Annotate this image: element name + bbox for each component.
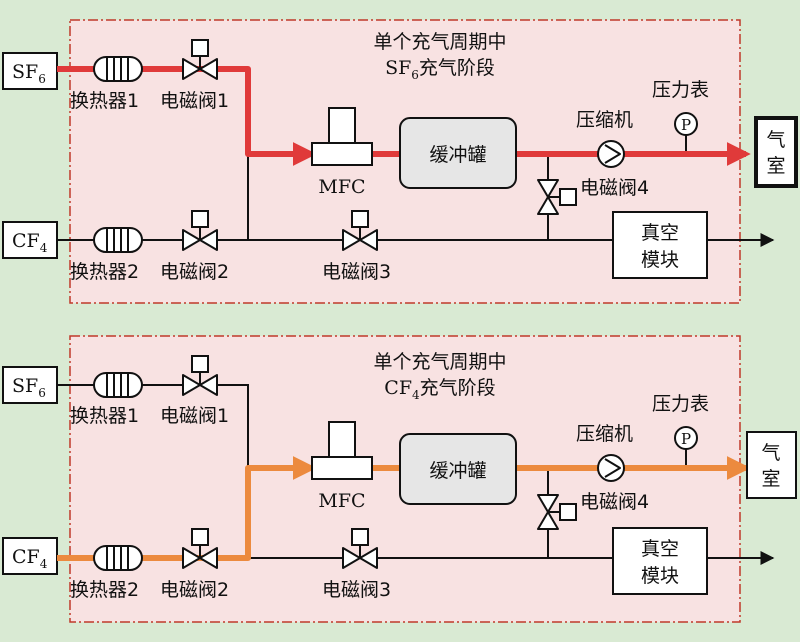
cf4-source-label: CF4: [12, 230, 48, 255]
gas-chamber-label-2: 室: [766, 155, 785, 177]
pressure-gauge-icon: [674, 112, 698, 136]
sf6-source-label-2: SF6: [12, 375, 46, 400]
valve-2-label: 电磁阀2: [160, 261, 229, 283]
compressor-label: 压缩机: [576, 109, 633, 131]
vacuum-module-box-2: [612, 527, 708, 595]
buffer-tank-label: 缓冲罐: [429, 144, 486, 166]
compressor-icon-2: [597, 454, 625, 482]
panel-top-title-line2: SF6充气阶段: [385, 57, 495, 82]
gas-chamber-box: [754, 116, 798, 188]
vacuum-module-box: [612, 211, 708, 279]
buffer-tank-2: [399, 433, 517, 505]
gas-chamber-label-2-2: 室: [761, 468, 780, 490]
vacuum-module-label-2-2: 模块: [641, 565, 679, 587]
heat-exchanger-2-icon-2: [93, 545, 143, 571]
compressor-icon: [597, 140, 625, 168]
mfc-label: MFC: [318, 176, 365, 198]
cf4-flow-path: [57, 456, 751, 561]
sf6-source-label: SF6: [12, 61, 46, 86]
heat-exchanger-2-label-2: 换热器2: [70, 579, 139, 601]
sf6-source-box-2: [2, 366, 58, 404]
vacuum-module-label-1: 真空: [641, 222, 679, 244]
panel-bottom-title-line1: 单个充气周期中: [373, 351, 506, 373]
valve-4-label: 电磁阀4: [580, 177, 649, 199]
sf6-flow-path: [57, 66, 751, 166]
pressure-gauge-symbol: P: [681, 116, 691, 134]
gas-chamber-label-1-2: 气: [761, 442, 780, 464]
pressure-gauge-label-2: 压力表: [652, 393, 709, 415]
vacuum-module-label-2: 模块: [641, 249, 679, 271]
vacuum-module-label-1-2: 真空: [641, 538, 679, 560]
valve-1-label: 电磁阀1: [160, 90, 229, 112]
sf6-source-box: [2, 52, 58, 90]
gas-chamber-label-1: 气: [766, 129, 785, 151]
compressor-label-2: 压缩机: [576, 423, 633, 445]
panel-bottom: 单个充气周期中 CF4充气阶段 SF6 CF4 缓冲罐: [2, 335, 797, 623]
panel-top: 单个充气周期中 SF6充气阶段 SF6 CF4 缓冲罐: [2, 19, 798, 304]
heat-exchanger-1-label-2: 换热器1: [70, 405, 139, 427]
cf4-source-box-2: [2, 537, 58, 575]
buffer-tank: [399, 117, 517, 189]
pressure-gauge-label: 压力表: [652, 79, 709, 101]
heat-exchanger-1-icon-2: [93, 372, 143, 398]
heat-exchanger-1-icon: [93, 56, 143, 82]
panel-top-title-line1: 单个充气周期中: [373, 31, 506, 53]
mfc-label-2: MFC: [318, 490, 365, 512]
heat-exchanger-2-icon: [93, 227, 143, 253]
valve-3-label: 电磁阀3: [322, 261, 391, 283]
valve-2-label-2: 电磁阀2: [160, 579, 229, 601]
cf4-source-label-2: CF4: [12, 546, 48, 571]
valve-1-label-2: 电磁阀1: [160, 405, 229, 427]
gas-chamber-box-2: [746, 431, 797, 499]
valve-4-label-2: 电磁阀4: [580, 491, 649, 513]
panel-bottom-title-line2: CF4充气阶段: [384, 377, 495, 402]
buffer-tank-label-2: 缓冲罐: [429, 460, 486, 482]
pressure-gauge-symbol-2: P: [681, 430, 691, 448]
valve-3-label-2: 电磁阀3: [322, 579, 391, 601]
heat-exchanger-2-label: 换热器2: [70, 261, 139, 283]
pressure-gauge-icon-2: [674, 426, 698, 450]
heat-exchanger-1-label: 换热器1: [70, 90, 139, 112]
